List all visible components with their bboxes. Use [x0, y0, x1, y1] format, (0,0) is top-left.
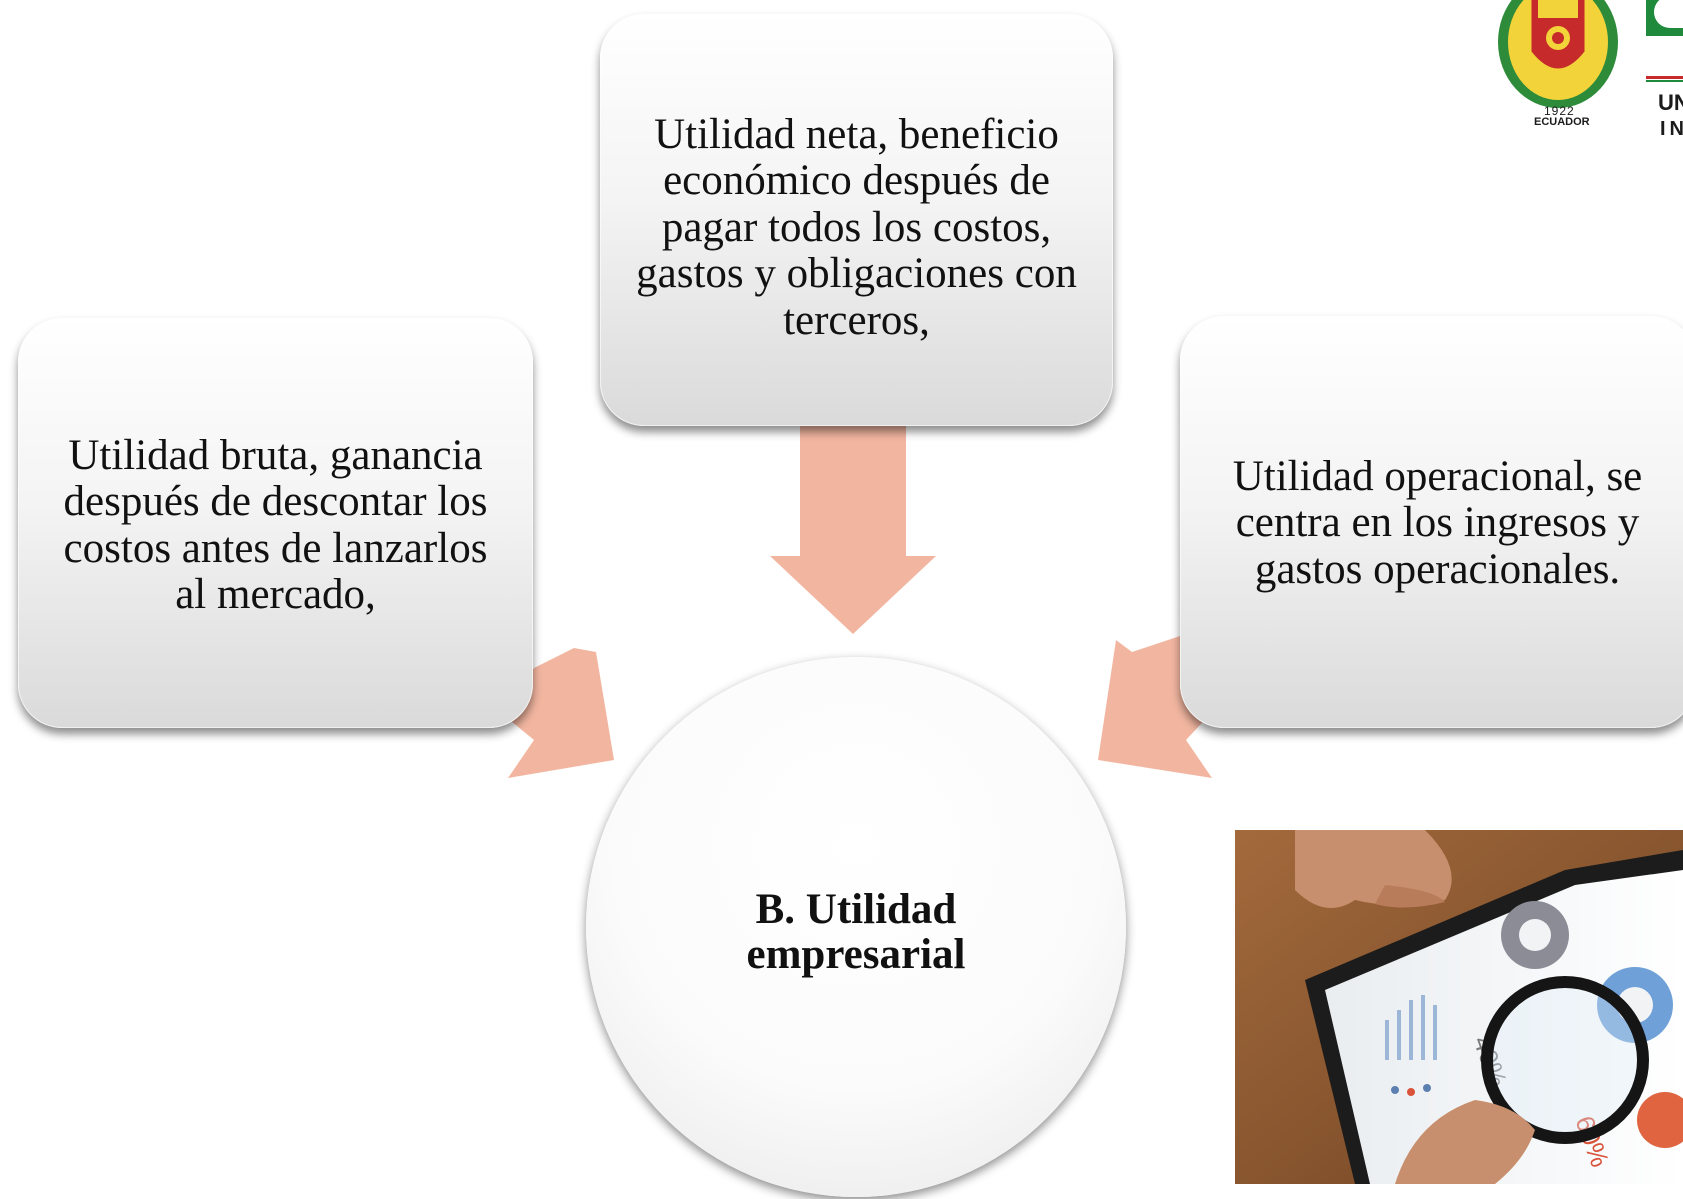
- logo-name-fragment-2: IN: [1660, 118, 1683, 140]
- box-top-text: Utilidad neta, beneficio económico despu…: [636, 111, 1077, 344]
- box-utilidad-neta: Utilidad neta, beneficio económico despu…: [600, 14, 1113, 426]
- box-left-text: Utilidad bruta, ganancia después de desc…: [63, 432, 488, 619]
- arrow-top-to-center: [770, 426, 936, 634]
- photo-illustration: 40% 60%: [1235, 830, 1683, 1184]
- box-utilidad-bruta: Utilidad bruta, ganancia después de desc…: [18, 318, 533, 728]
- box-utilidad-operacional: Utilidad operacional, se centra en los i…: [1180, 316, 1683, 728]
- center-label: B. Utilidad empresarial: [746, 886, 966, 979]
- logo-country: ECUADOR: [1534, 116, 1590, 128]
- logo-name-fragment: UN: [1658, 90, 1683, 115]
- center-circle: B. Utilidad empresarial: [586, 657, 1126, 1197]
- box-right-text: Utilidad operacional, se centra en los i…: [1232, 453, 1643, 593]
- logo-year: 1922: [1544, 104, 1575, 118]
- university-logo: [1498, 0, 1683, 108]
- photo-magnifying-glass-report: 40% 60%: [1235, 830, 1683, 1184]
